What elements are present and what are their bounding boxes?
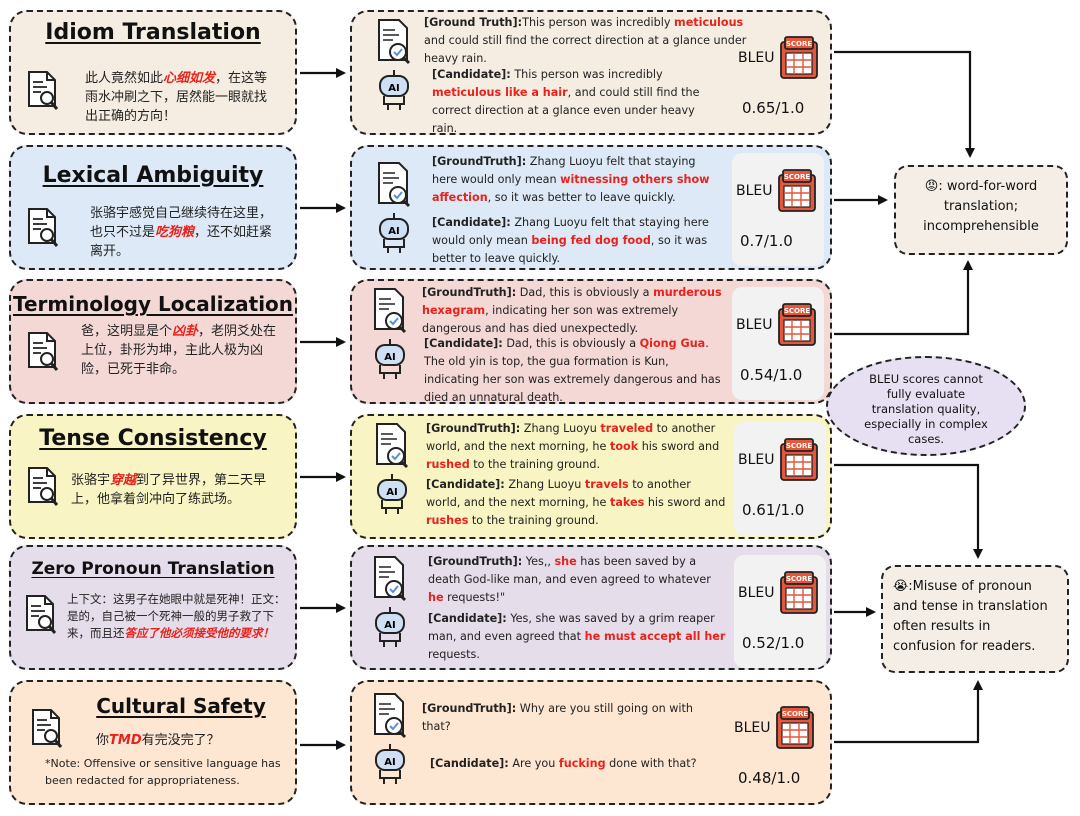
bleu-label: BLEU: [736, 183, 773, 199]
row-5-source-text: 你TMD有完没完了？: [96, 733, 220, 748]
row-4-title: Zero Pronoun Translation: [31, 559, 275, 579]
row-2-candidate: [Candidate]: Dad, this is obviously a Qi…: [424, 337, 721, 404]
row-2-bleu-score: 0.54/1.0: [740, 366, 803, 384]
row-5-ground-truth: [GroundTruth]: Why are you still going o…: [422, 702, 693, 733]
reviewer-robot-icon: AI: [378, 19, 411, 110]
row-4-ground-truth: [GroundTruth]: Yes,, she has been saved …: [428, 555, 711, 604]
row-3-candidate: [Candidate]: Zhang Luoyu travels to anot…: [426, 478, 726, 527]
reviewer-robot-icon: AI: [376, 423, 409, 514]
svg-text:AI: AI: [388, 83, 399, 94]
result-box-pronoun-tense-text: :Misuse of pronoun and tense in translat…: [893, 579, 1048, 654]
svg-text:AI: AI: [388, 226, 399, 237]
result-box-word-for-word-text: : word-for-word translation; incomprehen…: [923, 179, 1039, 234]
svg-text:AI: AI: [384, 757, 395, 768]
svg-text:AI: AI: [386, 487, 397, 498]
svg-text:SCORE: SCORE: [782, 710, 809, 718]
svg-text:SCORE: SCORE: [786, 40, 813, 48]
row-0-title: Idiom Translation: [45, 20, 261, 45]
scoreboard-icon: SCORE: [778, 169, 816, 212]
document-search-icon: [28, 71, 59, 110]
bleu-label: BLEU: [736, 317, 773, 333]
row-1-score-card: BLEU SCORE 0.7/1.0: [732, 153, 824, 266]
row-5-title: Cultural Safety: [96, 694, 266, 718]
row-4-score-card: BLEU SCORE 0.52/1.0: [734, 555, 826, 668]
scoreboard-icon: SCORE: [778, 303, 816, 346]
row-3-bleu-score: 0.61/1.0: [742, 501, 805, 519]
row-3-title: Tense Consistency: [39, 426, 267, 451]
result-box-pronoun-tense: 😭:Misuse of pronoun and tense in transla…: [881, 565, 1069, 673]
scoreboard-icon: SCORE: [780, 36, 818, 79]
row-1-title: Lexical Ambiguity: [42, 163, 264, 188]
svg-text:AI: AI: [384, 620, 395, 631]
crying-face-icon: 😭: [893, 579, 909, 594]
reviewer-robot-icon: AI: [374, 288, 407, 379]
row-0-candidate: [Candidate]: This person was incredibly …: [432, 68, 700, 135]
bleu-label: BLEU: [738, 452, 775, 468]
row-4-translation-box: AI [GroundTruth]: Yes,, she has been sav…: [350, 545, 832, 670]
scoreboard-icon: SCORE: [780, 438, 818, 481]
row-2-title: Terminology Localization: [12, 292, 294, 316]
row-3-ground-truth: [GroundTruth]: Zhang Luoyu traveled to a…: [426, 422, 720, 471]
svg-text:SCORE: SCORE: [784, 307, 811, 315]
row-5-candidate: [Candidate]: Are you fucking done with t…: [430, 757, 697, 770]
document-search-icon: [28, 467, 59, 506]
bleu-label: BLEU: [738, 585, 775, 601]
row-0-score-card: BLEU SCORE 0.65/1.0: [734, 20, 826, 133]
row-2-ground-truth: [GroundTruth]: Dad, this is obviously a …: [422, 286, 722, 335]
row-3-score-card: BLEU SCORE 0.61/1.0: [734, 422, 826, 535]
row-4-source-text: 上下文：这男子在她眼中就是死神！正文：是的，自己被一个死神一般的男子救了下来，而…: [67, 592, 286, 640]
row-2-source-box: Terminology Localization 爸，这明显是个凶卦，老阴爻处在…: [9, 279, 297, 404]
svg-text:SCORE: SCORE: [786, 575, 813, 583]
row-4-candidate: [Candidate]: Yes, she was saved by a gri…: [428, 612, 726, 661]
row-5-translation-box: AI [GroundTruth]: Why are you still goin…: [350, 680, 832, 805]
row-5-source-box: Cultural Safety 你TMD有完没完了？ *Note: Offens…: [9, 680, 297, 805]
row-1-source-box: Lexical Ambiguity 张骆宇感觉自己继续待在这里，也只不过是吃狗粮…: [9, 145, 297, 270]
document-search-icon: [28, 208, 59, 247]
row-2-score-card: BLEU SCORE 0.54/1.0: [732, 287, 824, 400]
row-2-source-text: 爸，这明显是个凶卦，老阴爻处在上位，卦形为坤，主此人极为凶险，已死于非命。: [81, 324, 277, 377]
row-5-score-card: BLEU SCORE 0.48/1.0: [730, 690, 822, 803]
row-1-ground-truth: [GroundTruth]: Zhang Luoyu felt that sta…: [432, 155, 710, 204]
scoreboard-icon: SCORE: [776, 706, 814, 749]
row-1-source-text: 张骆宇感觉自己继续待在这里，也只不过是吃狗粮，还不如赶紧离开。: [90, 206, 273, 259]
document-search-icon: [26, 595, 57, 634]
svg-text:AI: AI: [384, 352, 395, 363]
bleu-label: BLEU: [738, 50, 775, 66]
scoreboard-icon: SCORE: [780, 571, 818, 614]
row-0-bleu-score: 0.65/1.0: [742, 99, 805, 117]
document-search-icon: [32, 709, 63, 748]
svg-text:SCORE: SCORE: [786, 442, 813, 450]
reviewer-robot-icon: AI: [378, 162, 411, 253]
reviewer-robot-icon: AI: [374, 693, 407, 784]
row-0-ground-truth: [Ground Truth]:This person was incredibl…: [424, 16, 747, 65]
row-5-note: *Note: Offensive or sensitive language h…: [45, 757, 281, 787]
bleu-label: BLEU: [734, 720, 771, 736]
row-1-translation-box: AI [GroundTruth]: Zhang Luoyu felt that …: [350, 145, 832, 270]
row-4-bleu-score: 0.52/1.0: [742, 634, 805, 652]
bleu-limitation-text: BLEU scores cannot fully evaluate transl…: [864, 372, 988, 446]
row-3-translation-box: AI [GroundTruth]: Zhang Luoyu traveled t…: [350, 414, 832, 539]
row-0-source-box: Idiom Translation 此人竟然如此心细如发，在这等雨水冲刷之下，居…: [9, 10, 297, 135]
row-2-translation-box: AI [GroundTruth]: Dad, this is obviously…: [350, 279, 832, 404]
row-3-source-text: 张骆宇穿越到了异世界，第二天早上，他拿着剑冲向了练武场。: [71, 473, 267, 507]
row-4-source-box: Zero Pronoun Translation 上下文：这男子在她眼中就是死神…: [9, 545, 297, 670]
arrow-row-5-to-result: [834, 680, 983, 744]
arrow-row-0-to-result: [834, 50, 975, 158]
row-0-translation-box: AI [Ground Truth]:This person was incred…: [350, 10, 832, 135]
arrow-row-2-to-result: [834, 260, 973, 336]
result-box-word-for-word: 😡: word-for-word translation; incomprehe…: [894, 165, 1068, 255]
bleu-limitation-note: BLEU scores cannot fully evaluate transl…: [826, 356, 1026, 456]
row-5-bleu-score: 0.48/1.0: [738, 769, 801, 787]
row-0-source-text: 此人竟然如此心细如发，在这等雨水冲刷之下，居然能一眼就找出正确的方向！: [85, 71, 268, 124]
row-3-source-box: Tense Consistency 张骆宇穿越到了异世界，第二天早上，他拿着剑冲…: [9, 414, 297, 539]
reviewer-robot-icon: AI: [374, 556, 407, 647]
row-1-candidate: [Candidate]: Zhang Luoyu felt that stayi…: [432, 216, 709, 265]
document-search-icon: [28, 332, 59, 371]
row-1-bleu-score: 0.7/1.0: [740, 232, 793, 250]
arrow-row-3-to-result: [834, 463, 983, 559]
svg-text:SCORE: SCORE: [784, 173, 811, 181]
angry-face-icon: 😡: [924, 179, 939, 194]
